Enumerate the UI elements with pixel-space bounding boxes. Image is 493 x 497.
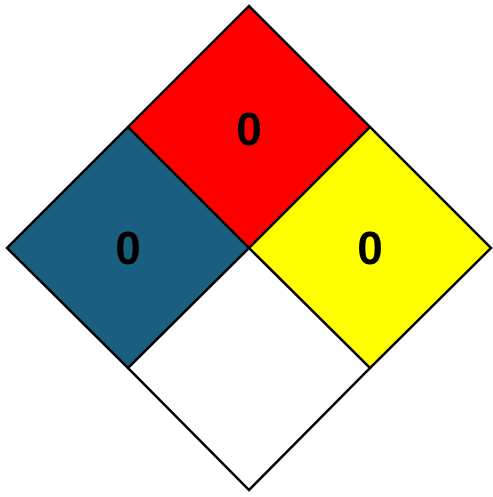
health-rating: 0: [115, 222, 141, 274]
instability-rating: 0: [357, 222, 383, 274]
special-quadrant: [126, 246, 372, 492]
flammability-rating: 0: [236, 103, 262, 155]
